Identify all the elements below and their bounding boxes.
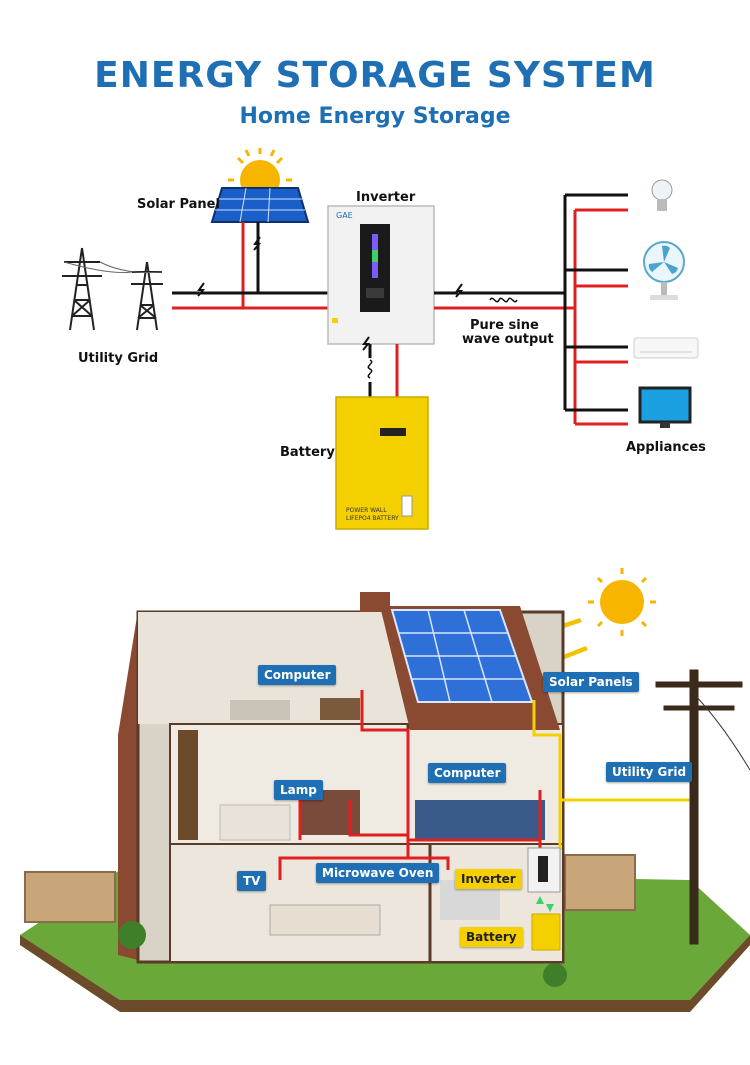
inverter-label: Inverter [356,190,416,205]
battery-tag: Battery [460,927,523,947]
battery-icon [531,913,561,951]
fence [24,854,636,923]
sine-wave-icon [489,297,518,303]
lightning-icon [197,282,206,297]
pure-sine-label: Pure sine [470,318,539,333]
power-tower-icon [131,261,163,331]
utility-grid-tag: Utility Grid [606,762,693,782]
utility-pole-icon [655,669,743,945]
solar-panel-label: Solar Panel [137,197,220,212]
computer-top-tag: Computer [258,665,337,685]
up-down-arrows-icon [536,896,554,912]
battery-type-text: LIFEPO4 BATTERY [346,515,399,522]
inverter-icon [527,847,561,893]
air-conditioner-icon [633,337,699,359]
inverter-icon: GAE [327,205,435,345]
wave-output-label: wave output [462,332,554,347]
appliances-label: Appliances [626,440,706,455]
battery-label: Battery [280,445,335,460]
sun-icon [588,568,656,636]
solar-panel-array-icon [390,609,534,703]
utility-grid-label: Utility Grid [78,351,159,366]
power-tower-icon [62,247,102,331]
solar-panel-icon [210,187,310,223]
microwave-tag: Microwave Oven [316,863,440,883]
house-wiring [278,690,542,880]
battery-icon: POWER WALL LIFEPO4 BATTERY [335,396,429,530]
system-schematic: GAE [62,148,699,530]
page-subtitle: Home Energy Storage [239,104,511,129]
svg-text:GAE: GAE [336,211,353,220]
light-bulb-icon [651,179,673,211]
lightning-icon [253,236,262,251]
solar-panels-tag: Solar Panels [543,672,639,692]
battery-model-text: POWER WALL [346,507,387,514]
computer-mid-tag: Computer [428,763,507,783]
inverter-tag: Inverter [455,869,522,889]
television-icon [638,386,692,428]
fan-icon [643,241,685,300]
tv-tag: TV [237,871,267,891]
lightning-icon [455,283,464,298]
lamp-tag: Lamp [274,780,323,800]
page-title: ENERGY STORAGE SYSTEM [94,55,656,96]
